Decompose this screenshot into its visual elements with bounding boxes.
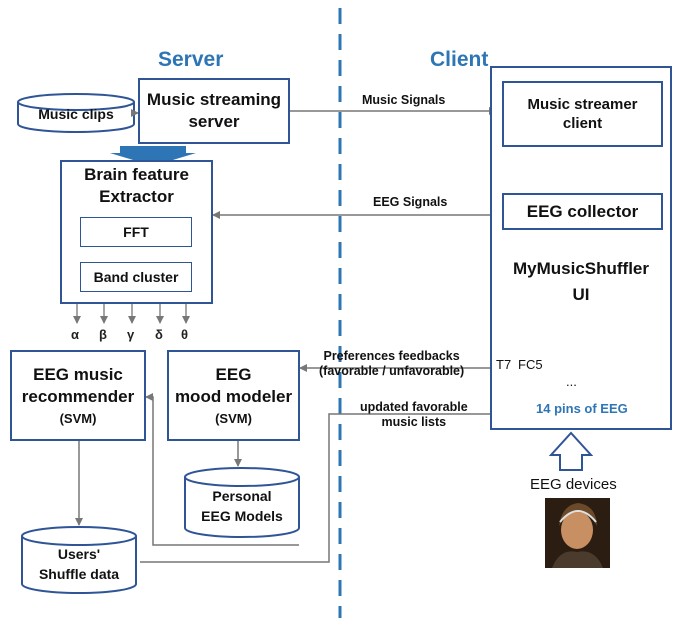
pin-ellipsis: ... [566,374,577,389]
eeg-signals-label: EEG Signals [373,195,448,209]
band-label-delta: δ [155,327,163,342]
band-label-theta: θ [181,327,189,342]
server-to-extractor-arrow [110,146,196,166]
pin-label-t7: T7 [496,357,512,372]
updated-lists-arrow [328,410,498,428]
eeg-pins-caption: 14 pins of EEG [536,401,628,416]
server-heading: Server [158,48,224,71]
fft-box: FFT [80,217,192,247]
models-to-recommender-arrow [145,393,299,546]
eeg-collector-box: EEG collector [502,193,663,230]
pin-label-fc5: FC5 [518,357,543,372]
band-label-beta: β [99,327,107,342]
band-cluster-box: Band cluster [80,262,192,292]
users-shuffle-data-label: Users'Shuffle data [38,546,120,582]
client-heading: Client [430,48,489,71]
users-shuffle-data-cylinder [21,526,137,594]
eeg-device-user-photo [545,498,610,568]
band-label-alpha: α [71,327,79,342]
music-clips-label: Music clips [38,106,114,122]
music-signals-label: Music Signals [362,93,446,107]
shuffle-data-to-client-line [140,428,330,563]
music-clips-cylinder [17,93,135,133]
eeg-devices-up-arrow [548,431,594,471]
eeg-devices-label: EEG devices [530,476,617,493]
band-label-gamma: γ [127,327,135,342]
band-arrows [73,304,190,324]
personal-eeg-models-cylinder [184,467,300,538]
preferences-feedbacks-label: Preferences feedbacks(favorable / unfavo… [319,349,465,378]
